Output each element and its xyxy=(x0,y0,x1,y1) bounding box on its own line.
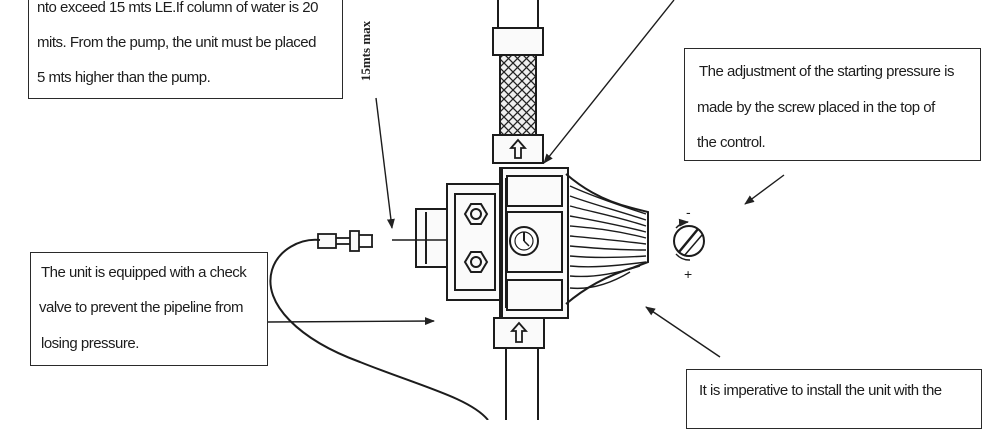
note-line: valve to prevent the pipeline from xyxy=(39,299,243,316)
note-line: made by the screw placed in the top of xyxy=(697,99,935,116)
pump-controller-diagram: - + xyxy=(267,0,785,420)
control-cap xyxy=(565,173,649,305)
adjustment-screw-icon xyxy=(673,218,705,261)
flow-arrow-up-icon xyxy=(510,321,528,343)
note-line: 5 mts higher than the pump. xyxy=(37,69,211,86)
note-installation: It is imperative to install the unit wit… xyxy=(686,369,982,429)
note-line: the control. xyxy=(697,134,766,151)
upper-pipe xyxy=(492,0,544,164)
controller-body xyxy=(415,167,569,319)
dimension-label-container: 15mts max xyxy=(351,14,381,88)
lower-pipe xyxy=(493,317,545,420)
note-check-valve: The unit is equipped with a check valve … xyxy=(30,252,268,366)
note-line: The adjustment of the starting pressure … xyxy=(699,63,954,80)
note-line: losing pressure. xyxy=(41,335,139,352)
leader-lines xyxy=(267,0,785,358)
dimension-label: 15mts max xyxy=(358,20,373,82)
flow-arrow-up-icon xyxy=(509,138,527,159)
note-max-height: nto exceed 15 mts LE.If column of water … xyxy=(28,0,343,99)
screw-minus-sign: - xyxy=(686,204,691,220)
power-plug-icon xyxy=(317,230,373,252)
note-line: mits. From the pump, the unit must be pl… xyxy=(37,34,316,51)
note-line: It is imperative to install the unit wit… xyxy=(699,382,942,399)
note-starting-pressure: The adjustment of the starting pressure … xyxy=(684,48,981,161)
note-line: nto exceed 15 mts LE.If column of water … xyxy=(37,0,319,16)
power-cable xyxy=(269,238,489,420)
screw-plus-sign: + xyxy=(684,266,692,282)
pressure-gauge-icon xyxy=(509,226,539,256)
note-line: The unit is equipped with a check xyxy=(41,264,247,281)
